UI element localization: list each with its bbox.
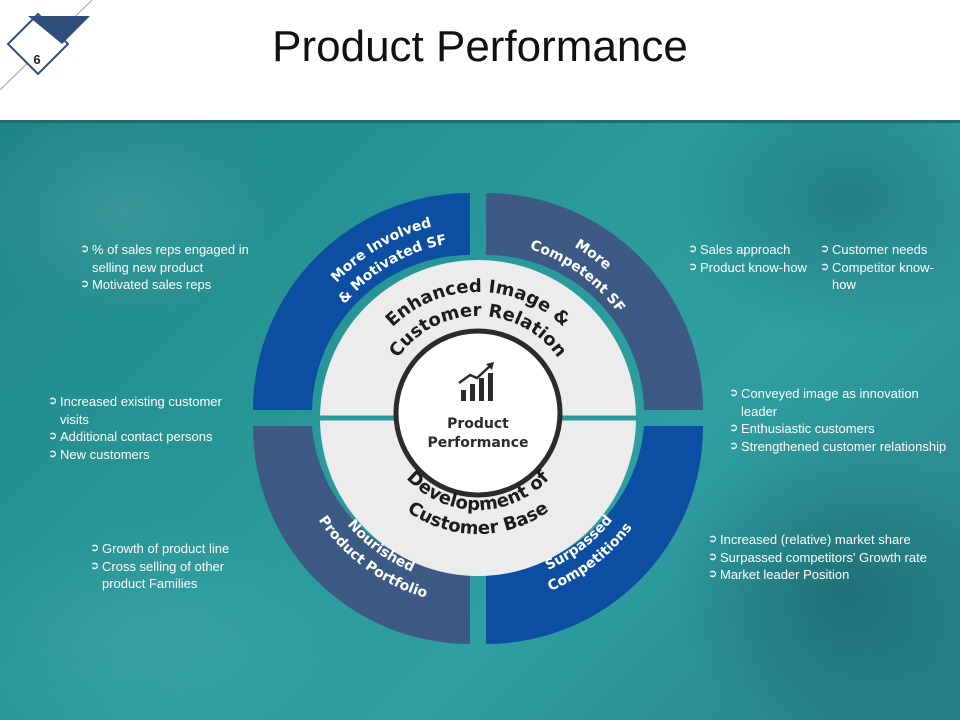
arrow-circle-icon: ➲ (48, 430, 58, 442)
list-item: ➲New customers (48, 446, 150, 462)
list-item: ➲Product know-how (688, 259, 807, 275)
arrow-circle-icon: ➲ (48, 447, 58, 460)
segment-bottom-right (486, 426, 704, 644)
segment-bottom-left (252, 426, 470, 644)
list-item: ➲Competitor know-how (820, 259, 934, 293)
list-item: ➲Customer needs (820, 242, 928, 257)
arrow-circle-icon: ➲ (708, 533, 718, 545)
arrow-circle-icon: ➲ (90, 542, 100, 554)
arrow-circle-icon: ➲ (688, 260, 698, 273)
arrow-circle-icon: ➲ (708, 550, 718, 563)
notes-bottom-left: ➲Growth of product line ➲Cross selling o… (90, 540, 255, 593)
page-number: 6 (33, 52, 41, 67)
slide-header: 6 Product Performance (0, 0, 960, 120)
center-label-line1: Product (447, 416, 509, 432)
list-item: ➲Additional contact persons (48, 429, 213, 444)
arrow-circle-icon: ➲ (48, 395, 58, 407)
notes-top-right-a: ➲Sales approach ➲Product know-how (688, 241, 808, 276)
notes-bottom-right: ➲Increased (relative) market share ➲Surp… (708, 531, 943, 584)
list-item: ➲Conveyed image as innovation leader (729, 386, 919, 419)
list-item: ➲Motivated sales reps (80, 277, 212, 292)
list-item: ➲Growth of product line (90, 541, 230, 556)
list-item: ➲Sales approach (688, 242, 791, 257)
growth-chart-icon (458, 362, 494, 401)
arrow-circle-icon: ➲ (688, 243, 698, 255)
panel-divider (0, 120, 960, 123)
center-circle (393, 328, 563, 498)
list-item: ➲Increased (relative) market share (708, 532, 911, 547)
list-item: ➲Increased existing customer visits (48, 394, 222, 427)
arrow-circle-icon: ➲ (820, 260, 830, 273)
notes-mid-right: ➲Conveyed image as innovation leader ➲En… (729, 385, 949, 455)
list-item: ➲Surpassed competitors' Growth rate (708, 549, 927, 565)
page-badge (0, 0, 93, 91)
segment-top-right (486, 193, 703, 410)
arrow-circle-icon: ➲ (729, 422, 739, 434)
list-item: ➲% of sales reps engaged in selling new … (80, 242, 249, 275)
notes-top-right-b: ➲Customer needs ➲Competitor know-how (820, 241, 955, 294)
list-item: ➲Market leader Position (708, 567, 850, 582)
list-item: ➲Enthusiastic customers (729, 421, 875, 436)
arrow-circle-icon: ➲ (80, 278, 90, 290)
notes-top-left: ➲% of sales reps engaged in selling new … (80, 241, 265, 294)
arrow-circle-icon: ➲ (729, 439, 739, 452)
page-title: Product Performance (272, 22, 688, 71)
center-label-line2: Performance (427, 435, 528, 451)
segment-top-left (253, 193, 470, 410)
arrow-circle-icon: ➲ (729, 387, 739, 399)
arrow-circle-icon: ➲ (708, 568, 718, 580)
arrow-circle-icon: ➲ (90, 559, 100, 572)
list-item: ➲Cross selling of other product Families (90, 558, 225, 592)
notes-mid-left: ➲Increased existing customer visits ➲Add… (48, 393, 253, 463)
arrow-circle-icon: ➲ (80, 243, 90, 255)
arrow-circle-icon: ➲ (820, 243, 830, 255)
list-item: ➲Strengthened customer relationship (729, 438, 947, 454)
